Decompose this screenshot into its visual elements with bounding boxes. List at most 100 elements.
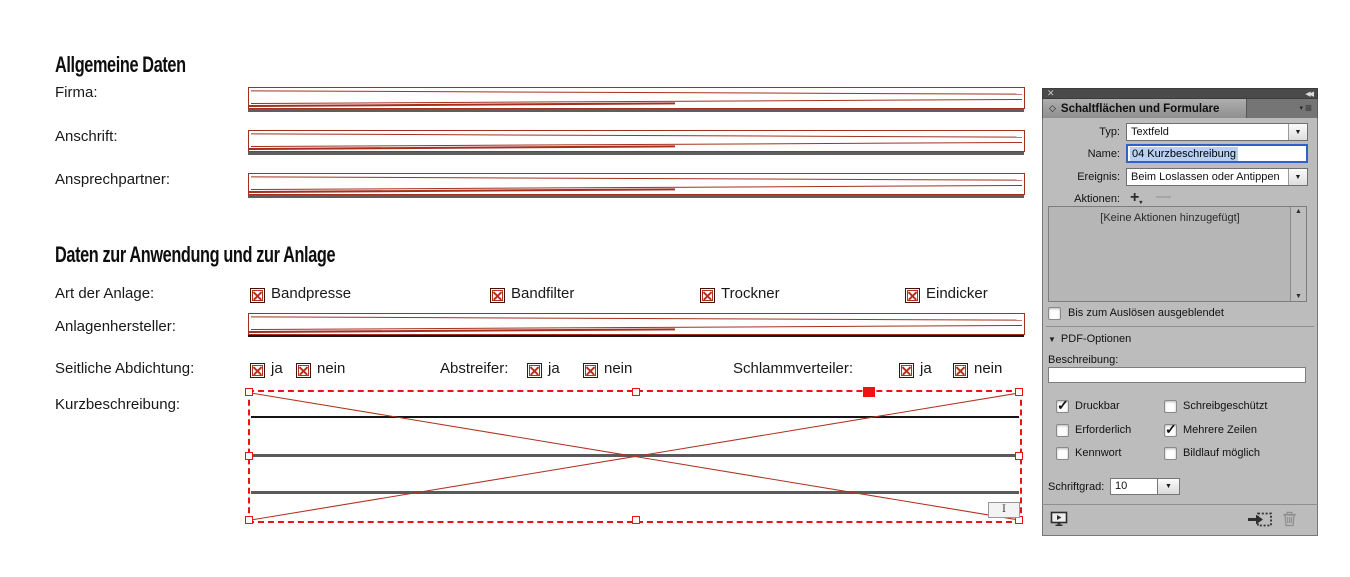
hidden-until-trigger-checkbox[interactable]	[1048, 307, 1061, 320]
bildlauf-label: Bildlauf möglich	[1183, 447, 1261, 459]
checkbox-abdichtung-ja-icon[interactable]	[250, 363, 265, 378]
typ-label: Typ:	[1099, 126, 1120, 138]
abstreifer-label: Abstreifer:	[440, 360, 509, 377]
option-trockner-label: Trockner	[721, 285, 780, 302]
name-input-selected-text: 04 Kurzbeschreibung	[1130, 146, 1238, 161]
checkbox-abdichtung-nein-icon[interactable]	[296, 363, 311, 378]
kurz-ruled-line-1	[251, 416, 1019, 418]
firma-label: Firma:	[55, 84, 98, 101]
trash-icon	[1283, 511, 1296, 527]
schriftgrad-combo-value[interactable]: 10	[1110, 478, 1158, 495]
checkbox-bandpresse-icon[interactable]	[250, 288, 265, 303]
checkbox-schlammverteiler-nein-icon[interactable]	[953, 363, 968, 378]
kurzbeschreibung-field-frame[interactable]	[248, 390, 1022, 523]
bildlauf-checkbox[interactable]	[1164, 447, 1177, 460]
checkbox-abstreifer-ja-icon[interactable]	[527, 363, 542, 378]
panel-menu-icon[interactable]: ▾ ≡	[1299, 102, 1312, 114]
add-action-sub-arrow-icon: ▾	[1139, 200, 1143, 206]
abdichtung-nein-label: nein	[317, 360, 346, 377]
panel-body	[1042, 118, 1318, 536]
convert-to-object-button[interactable]	[1248, 512, 1273, 532]
selection-handle-top-right[interactable]	[1015, 388, 1023, 396]
actions-empty-text: [Keine Aktionen hinzugefügt]	[1100, 212, 1240, 224]
seitliche-abdichtung-label: Seitliche Abdichtung:	[55, 360, 195, 377]
schlammverteiler-ja-label: ja	[920, 360, 932, 377]
selection-handle-bottom-mid[interactable]	[632, 516, 640, 524]
beschreibung-input[interactable]	[1048, 367, 1306, 383]
scroll-down-icon[interactable]: ▼	[1295, 293, 1302, 300]
section-heading-general: Allgemeine Daten	[55, 52, 186, 77]
pdf-options-title: PDF-Optionen	[1060, 333, 1132, 345]
schriftgrad-dropdown-icon[interactable]: ▼	[1158, 478, 1180, 495]
monitor-play-icon	[1050, 511, 1068, 526]
anlagenhersteller-ruled-line	[248, 335, 1024, 337]
checkbox-abstreifer-nein-icon[interactable]	[583, 363, 598, 378]
schreibgeschuetzt-label: Schreibgeschützt	[1183, 400, 1268, 412]
typ-dropdown-value: Textfeld	[1131, 126, 1169, 138]
name-input[interactable]: 04 Kurzbeschreibung	[1126, 144, 1308, 163]
beschreibung-label: Beschreibung:	[1048, 354, 1119, 366]
preview-spread-button[interactable]	[1050, 511, 1068, 532]
checkbox-bandfilter-icon[interactable]	[490, 288, 505, 303]
panel-tab-bar: ◇ Schaltflächen und Formulare ▾ ≡	[1042, 99, 1318, 118]
kurz-ruled-line-2	[251, 454, 1019, 457]
kennwort-label: Kennwort	[1075, 447, 1122, 459]
panel-title: Schaltflächen und Formulare	[1060, 102, 1220, 115]
selection-handle-top-mid[interactable]	[632, 388, 640, 396]
chevron-down-icon[interactable]: ▼	[1288, 169, 1307, 185]
kurzbeschreibung-label: Kurzbeschreibung:	[55, 396, 181, 413]
firma-field-frame[interactable]	[248, 87, 1025, 109]
text-field-badge-icon: I	[988, 502, 1020, 518]
section-heading-application: Daten zur Anwendung und zur Anlage	[55, 242, 336, 267]
buttons-and-forms-panel: ✕ ◀◀ ◇ Schaltflächen und Formulare ▾ ≡ T…	[1042, 88, 1318, 536]
frame-diagonal-cross	[250, 392, 1020, 521]
selection-handle-top-left[interactable]	[245, 388, 253, 396]
tab-schaltflaechen-und-formulare[interactable]: ◇ Schaltflächen und Formulare	[1043, 99, 1247, 118]
disclosure-triangle-icon[interactable]: ▼	[1048, 334, 1056, 344]
erforderlich-checkbox[interactable]	[1056, 424, 1069, 437]
checkbox-schlammverteiler-ja-icon[interactable]	[899, 363, 914, 378]
panel-menu-arrow: ▾	[1299, 105, 1303, 112]
anschrift-ruled-line	[248, 152, 1024, 155]
aktionen-label: Aktionen:	[1074, 193, 1120, 205]
typ-dropdown[interactable]: Textfeld ▼	[1126, 123, 1308, 141]
ansprechpartner-label: Ansprechpartner:	[55, 171, 171, 188]
ansprechpartner-ruled-line	[248, 195, 1024, 198]
checkbox-trockner-icon[interactable]	[700, 288, 715, 303]
schlammverteiler-label: Schlammverteiler:	[733, 360, 854, 377]
actions-list[interactable]: [Keine Aktionen hinzugefügt] ▲ ▼	[1048, 206, 1307, 302]
scroll-up-icon[interactable]: ▲	[1295, 208, 1302, 215]
name-label: Name:	[1087, 148, 1120, 160]
ereignis-dropdown[interactable]: Beim Loslassen oder Antippen ▼	[1126, 168, 1308, 186]
abdichtung-ja-label: ja	[271, 360, 283, 377]
art-der-anlage-label: Art der Anlage:	[55, 285, 155, 302]
option-bandfilter-label: Bandfilter	[511, 285, 575, 302]
close-icon[interactable]: ✕	[1047, 88, 1055, 98]
schlammverteiler-nein-label: nein	[974, 360, 1003, 377]
actions-scrollbar[interactable]: ▲ ▼	[1290, 207, 1306, 301]
selection-handle-active[interactable]	[863, 387, 875, 397]
delete-button[interactable]	[1282, 510, 1297, 532]
collapse-panel-icon[interactable]: ◀◀	[1305, 91, 1314, 98]
selection-handle-mid-left[interactable]	[245, 452, 253, 460]
panel-toggle-icon[interactable]: ◇	[1049, 103, 1056, 113]
schreibgeschuetzt-checkbox[interactable]	[1164, 400, 1177, 413]
anlagenhersteller-field-frame[interactable]	[248, 313, 1025, 335]
anschrift-field-frame[interactable]	[248, 130, 1025, 152]
selection-handle-mid-right[interactable]	[1015, 452, 1023, 460]
add-action-button[interactable]: +▾	[1130, 189, 1143, 207]
pdf-options-header[interactable]: ▼ PDF-Optionen	[1048, 333, 1131, 345]
selection-handle-bottom-left[interactable]	[245, 516, 253, 524]
option-eindicker-label: Eindicker	[926, 285, 988, 302]
checkbox-eindicker-icon[interactable]	[905, 288, 920, 303]
anlagenhersteller-label: Anlagenhersteller:	[55, 318, 176, 335]
ansprechpartner-field-frame[interactable]	[248, 173, 1025, 195]
kennwort-checkbox[interactable]	[1056, 447, 1069, 460]
panel-footer-divider	[1042, 504, 1318, 505]
mehrere-zeilen-checkbox[interactable]	[1164, 421, 1177, 438]
hidden-until-trigger-label: Bis zum Auslösen ausgeblendet	[1068, 307, 1224, 319]
chevron-down-icon[interactable]: ▼	[1288, 124, 1307, 140]
remove-action-button[interactable]: —	[1156, 188, 1171, 205]
druckbar-checkbox[interactable]	[1056, 397, 1069, 414]
